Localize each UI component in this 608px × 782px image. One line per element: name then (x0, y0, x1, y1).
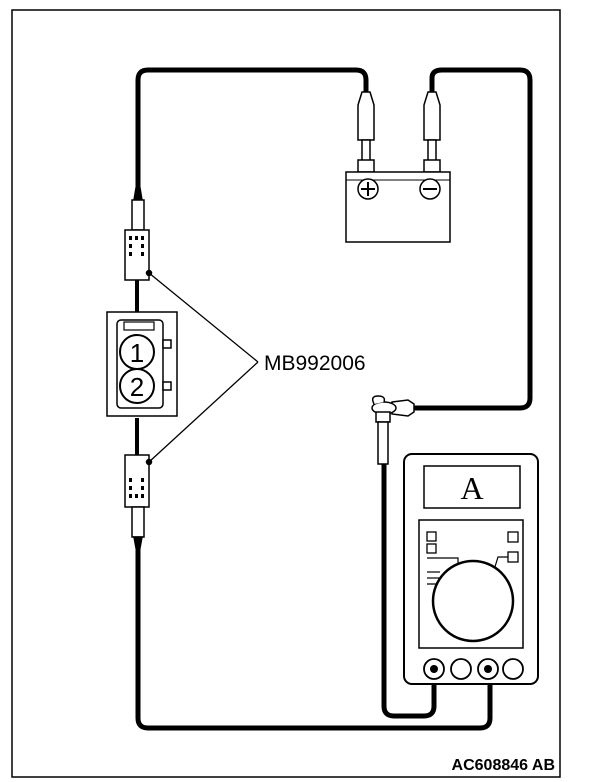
battery-negative-lead (423, 91, 441, 172)
connector-terminal-2-label: 2 (130, 372, 144, 402)
harness-connector-lower (124, 454, 150, 508)
wires (135, 67, 533, 731)
test-lead-icon (371, 395, 415, 465)
connector-terminal-2 (119, 368, 155, 404)
multimeter-icon: A (403, 453, 539, 685)
multimeter-unit-label: A (460, 470, 483, 506)
connector-pins-upper (129, 236, 144, 256)
wire-harness-to-meter-jack (135, 548, 493, 731)
connector-icon: 1 2 (106, 311, 178, 417)
wire-harness-to-battery-positive (135, 67, 369, 188)
harness-adapter-upper (124, 187, 153, 312)
multimeter-dial (431, 559, 515, 643)
multimeter-jack-2 (450, 658, 472, 680)
harness-adapter-lower (124, 418, 153, 549)
connector-terminal-1-label: 1 (130, 338, 144, 368)
multimeter-jack-4 (502, 658, 524, 680)
wire-probe-to-meter-jack (381, 464, 437, 719)
connector-pins-lower (129, 478, 144, 498)
battery-icon (345, 91, 451, 243)
callout-label: MB992006 (264, 352, 366, 375)
callout-lines (148, 272, 259, 463)
diagram-frame (11, 9, 561, 778)
wire-battery-negative-to-probe (414, 67, 533, 411)
multimeter-display (423, 465, 521, 509)
figure-id: AC608846 AB (452, 757, 555, 774)
